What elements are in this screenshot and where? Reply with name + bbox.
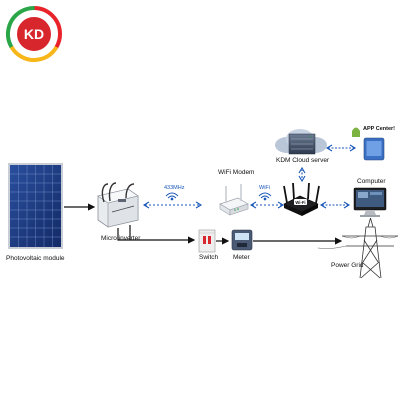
- rf-link-label: 433MHz: [164, 185, 185, 191]
- pv-module-icon: [8, 163, 63, 249]
- pv-module-label: Photovoltaic module: [6, 255, 65, 262]
- router-computer-link: [319, 201, 351, 209]
- app-phone-icon: [363, 137, 385, 161]
- rf-signal-icon: [165, 192, 179, 201]
- cloud-server-label: KDM Cloud server: [276, 157, 330, 164]
- meter-icon: [231, 229, 253, 251]
- power-grid-label: Power Grid: [331, 262, 364, 269]
- wifi-link: [249, 201, 285, 209]
- computer-icon: [353, 187, 387, 217]
- kd-logo: KD: [6, 6, 62, 62]
- router-cloud-link: [298, 166, 306, 183]
- app-center-label: APP Center!: [363, 126, 395, 132]
- micro-inverter-label: Micro inverter: [101, 235, 141, 242]
- wifi-modem-label: WiFi Modem: [218, 169, 255, 176]
- router-badge: Wi-Fi: [295, 200, 305, 205]
- wifi-link-label: WiFi: [259, 185, 270, 191]
- router-icon: Wi-Fi: [283, 182, 320, 216]
- cloud-server-icon: [275, 129, 327, 155]
- logo-text: KD: [24, 26, 44, 42]
- rf-link: [142, 201, 203, 209]
- cloud-app-link: [325, 144, 357, 152]
- micro-inverter-icon: [97, 182, 139, 228]
- switch-label: Switch: [199, 254, 219, 261]
- meter-label: Meter: [233, 254, 250, 261]
- computer-label: Computer: [357, 178, 386, 185]
- switch-icon: [198, 229, 216, 253]
- android-icon: [352, 127, 360, 137]
- wifi-modem-icon: [219, 184, 249, 216]
- wire-inverter-to-switch: [117, 225, 196, 244]
- power-grid-tower-icon: [317, 217, 399, 279]
- wifi-signal-icon: [258, 192, 272, 201]
